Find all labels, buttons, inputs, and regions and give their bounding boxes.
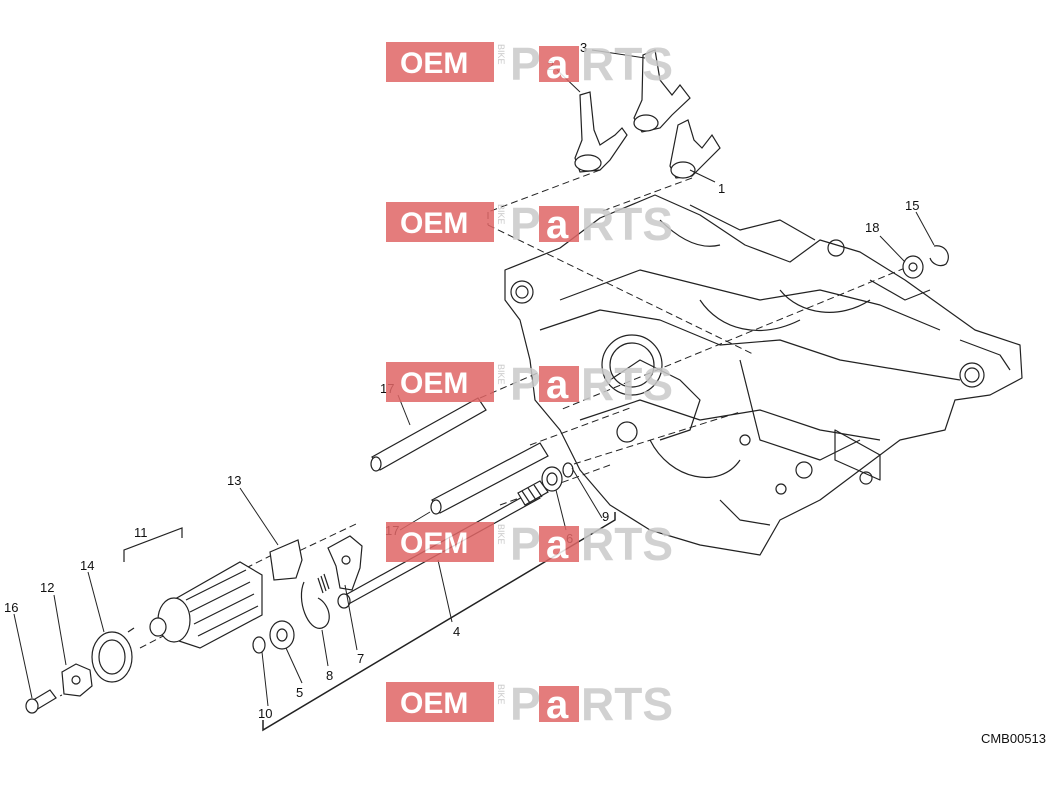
watermark-oem-box	[386, 362, 494, 402]
diagram-reference-code: CMB00513	[980, 731, 1046, 746]
watermark-bike-vertical-text: BIKE	[496, 204, 506, 225]
spring-8	[300, 573, 330, 629]
watermark-oem-text: OEM	[400, 47, 468, 80]
callout-15: 15	[905, 198, 919, 213]
shift-fork-3	[633, 49, 691, 133]
watermark-bike-vertical: BIKE	[496, 524, 506, 545]
watermark-a-box	[539, 46, 579, 82]
watermark-p: P	[510, 518, 541, 570]
callout-10: 10	[258, 706, 272, 721]
watermark-oem-text: OEM	[400, 687, 468, 720]
callout-18: 18	[865, 220, 879, 235]
watermark-row-2: OEM BIKE P a RTS	[386, 198, 673, 250]
watermark-oem-box	[386, 202, 494, 242]
shaft-17-lower	[430, 442, 549, 515]
watermark-bike-vertical-text: BIKE	[496, 364, 506, 385]
crankcase	[504, 194, 1023, 556]
shaft-17-upper	[370, 397, 487, 472]
callout-13: 13	[227, 473, 241, 488]
callout-16: 16	[4, 600, 18, 615]
callout-8: 8	[326, 668, 333, 683]
watermark-a-box	[539, 686, 579, 722]
watermark-a: a	[546, 43, 569, 87]
watermark-rts: RTS	[581, 518, 673, 570]
watermark-a: a	[546, 683, 569, 727]
bracket-4	[262, 512, 616, 732]
watermark-rts: RTS	[581, 678, 673, 730]
spacer-5	[269, 620, 295, 650]
shift-fork-1	[669, 119, 721, 179]
leader-lines	[13, 49, 935, 707]
washer-18	[902, 255, 924, 279]
watermark-row-3: OEM BIKE P a RTS	[386, 358, 673, 410]
shift-fork-2	[574, 91, 628, 173]
watermark-rts: RTS	[581, 198, 673, 250]
callout-4: 4	[453, 624, 460, 639]
watermark-row-1: OEM BIKE BIKE P a RTS	[386, 38, 673, 90]
watermark-p: P	[510, 38, 541, 90]
bolt-16	[25, 689, 57, 714]
watermark-a: a	[546, 203, 569, 247]
callout-11: 11	[134, 525, 148, 540]
watermark-bike-vertical: BIKE	[496, 364, 506, 385]
watermark-bike-vertical: BIKE	[496, 44, 506, 65]
watermark-a-box	[539, 206, 579, 242]
watermark-row-5: OEM BIKE P a RTS	[386, 678, 673, 730]
watermark-oem-text: OEM	[400, 527, 468, 560]
seal-6	[541, 466, 563, 492]
selector-lever-7	[327, 535, 363, 591]
watermark: OEM BIKE BIKE P a RTS OEM BIKE P a RTS O…	[386, 38, 673, 730]
watermark-bike-vertical: BIKE	[496, 204, 506, 225]
watermark-rts: RTS	[581, 38, 673, 90]
watermark-p: P	[510, 198, 541, 250]
pawl-13	[269, 539, 303, 581]
watermark-oem-box	[386, 682, 494, 722]
watermark-oem-text: OEM	[400, 367, 468, 400]
callout-14: 14	[80, 558, 94, 573]
watermark-oem-text: OEM	[400, 207, 468, 240]
index-star-12	[61, 663, 93, 697]
callout-5: 5	[296, 685, 303, 700]
callout-9: 9	[602, 509, 609, 524]
ring-10	[252, 636, 266, 654]
watermark-p: P	[510, 678, 541, 730]
watermark-a-box	[539, 526, 579, 562]
callout-7: 7	[357, 651, 364, 666]
watermark-rts: RTS	[581, 358, 673, 410]
watermark-bike-vertical-text: BIKE	[496, 44, 506, 65]
watermark-oem-box	[386, 42, 494, 82]
watermark-a: a	[546, 523, 569, 567]
watermark-a-box	[539, 366, 579, 402]
watermark-bike-vertical-text: BIKE	[496, 684, 506, 705]
watermark-oem-box	[386, 522, 494, 562]
circlip-15	[929, 245, 949, 267]
bearing-14	[91, 631, 133, 683]
callout-1: 1	[718, 181, 725, 196]
callout-12: 12	[40, 580, 54, 595]
selector-drum-11	[127, 561, 263, 649]
watermark-row-4: OEM BIKE P a RTS	[386, 518, 673, 570]
bracket-11	[123, 527, 183, 562]
watermark-a: a	[546, 363, 569, 407]
callout-3: 3	[580, 40, 587, 55]
watermark-bike-vertical-text: BIKE	[496, 524, 506, 545]
watermark-bike-vertical: BIKE	[496, 684, 506, 705]
watermark-p: P	[510, 358, 541, 410]
ring-9	[562, 462, 574, 478]
